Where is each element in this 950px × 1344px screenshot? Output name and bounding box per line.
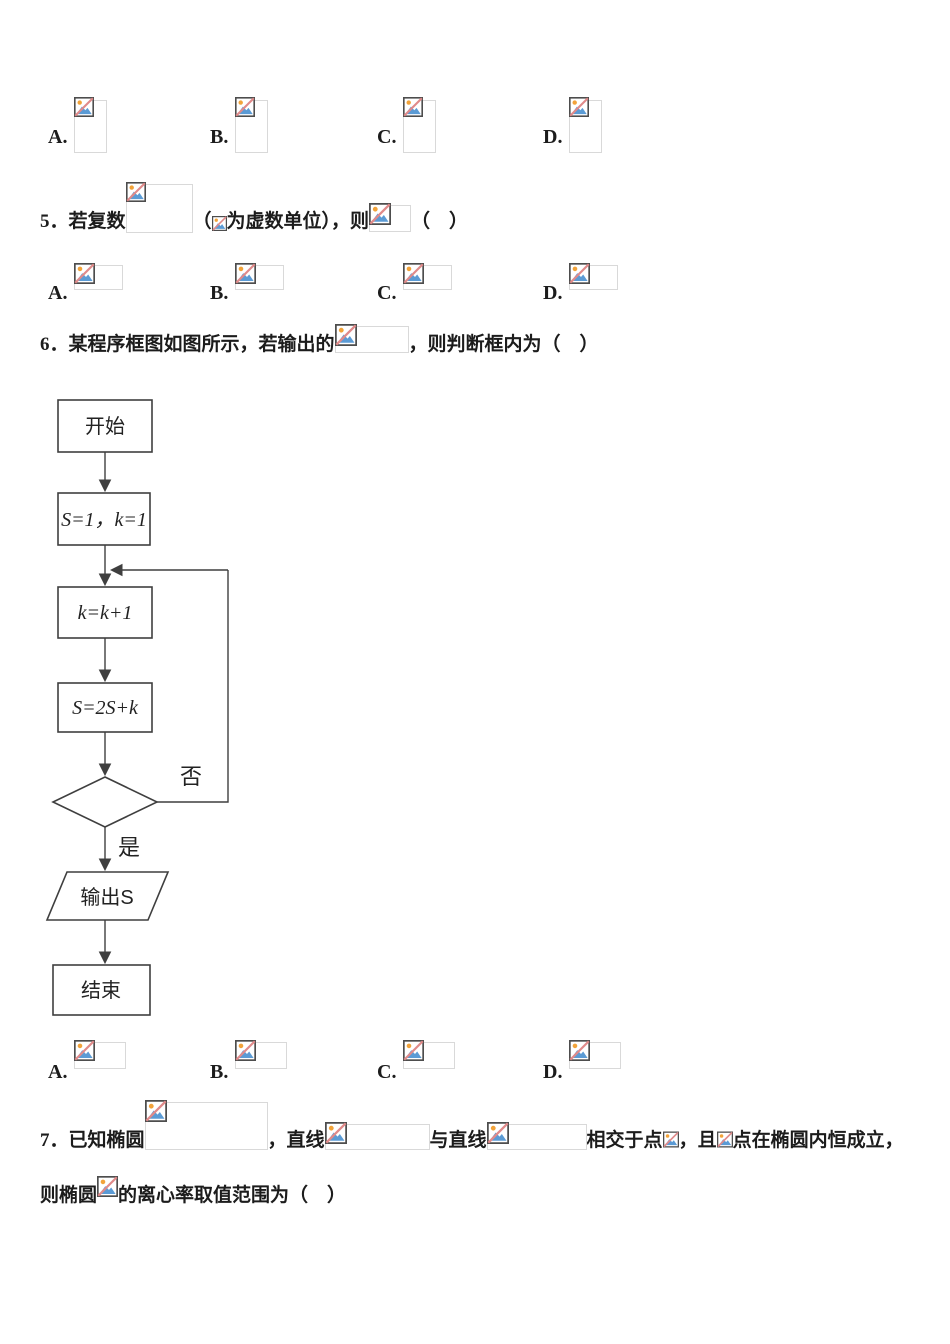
option-row2-D: D. [543, 263, 619, 303]
option-row1-B: B. [210, 97, 269, 153]
broken-image-icon [97, 1175, 118, 1198]
option-label: B. [210, 282, 229, 304]
option-label: D. [543, 126, 563, 148]
image-placeholder [403, 1040, 456, 1069]
end-label: 结束 [81, 979, 121, 1002]
option-label: D. [543, 1061, 563, 1083]
option-row3-D: D. [543, 1040, 622, 1082]
image-placeholder [324, 1122, 430, 1150]
option-row2-B: B. [210, 263, 285, 303]
option-row1-D: D. [543, 97, 603, 153]
question-7-line2: 则椭圆 的离心率取值范围为（ ） [40, 1175, 346, 1207]
init-node [57, 492, 151, 546]
option-row2-C: C. [377, 263, 453, 303]
output-label: 输出S [80, 886, 133, 909]
broken-image-icon [74, 1040, 95, 1061]
accumulate-node [57, 682, 153, 733]
option-row2-A: A. [48, 263, 124, 303]
broken-image-icon [569, 263, 590, 284]
image-placeholder [125, 182, 193, 233]
increment-label: k=k+1 [78, 602, 133, 624]
output-node [45, 871, 170, 921]
option-row3-B: B. [210, 1040, 288, 1082]
broken-image-icon [145, 1100, 167, 1122]
end-node [52, 964, 151, 1016]
start-node [57, 399, 153, 453]
broken-image-icon [235, 263, 256, 284]
broken-image-icon [403, 1040, 424, 1061]
question-7-line1: 7．已知椭圆 ，直线 与直线 相交于点 ，且 点在椭圆内恒成立， [40, 1102, 904, 1152]
question-7-text: ，且 [678, 1129, 717, 1151]
broken-image-icon [126, 182, 146, 202]
question-5-text: （ [192, 210, 212, 232]
broken-image-icon [403, 263, 424, 284]
image-placeholder [369, 203, 412, 232]
image-placeholder [74, 263, 124, 290]
question-5-text: （ ） [411, 210, 469, 232]
question-7-text: 则椭圆 [40, 1184, 98, 1206]
broken-image-icon [569, 1040, 590, 1061]
option-label: A. [48, 1061, 68, 1083]
flow-loop-line [153, 570, 229, 803]
init-label: S=1，k=1 [61, 509, 147, 531]
broken-image-icon [663, 1130, 679, 1149]
option-label: C. [377, 1061, 397, 1083]
question-5-text: 5．若复数 [40, 210, 126, 232]
image-placeholder [403, 263, 453, 290]
image-placeholder [235, 263, 285, 290]
increment-node [57, 586, 153, 639]
image-placeholder [144, 1100, 268, 1150]
accumulate-label: S=2S+k [72, 697, 139, 719]
image-placeholder [403, 97, 437, 153]
image-placeholder [334, 324, 409, 353]
broken-image-icon [335, 324, 357, 346]
question-6-text: 6．某程序框图如图所示，若输出的 [40, 333, 335, 355]
broken-image-icon [403, 97, 423, 117]
image-placeholder [74, 97, 108, 153]
image-placeholder [569, 97, 603, 153]
broken-image-icon [74, 263, 95, 284]
question-7-text: 的离心率取值范围为（ ） [118, 1184, 347, 1206]
broken-image-icon [325, 1122, 347, 1144]
yes-branch-label: 是 [118, 835, 140, 860]
decision-diamond [51, 776, 159, 828]
no-branch-label: 否 [180, 764, 202, 789]
option-row1-A: A. [48, 97, 108, 153]
image-placeholder [235, 97, 269, 153]
option-label: A. [48, 282, 68, 304]
broken-image-icon [369, 203, 391, 225]
question-7-text: 相交于点 [586, 1129, 663, 1151]
question-6: 6．某程序框图如图所示，若输出的 ，则判断框内为（ ） [40, 324, 599, 355]
image-placeholder [569, 263, 619, 290]
option-label: D. [543, 282, 563, 304]
question-7-text: 7．已知椭圆 [40, 1129, 145, 1151]
image-placeholder [486, 1122, 587, 1150]
question-7-text: 与直线 [429, 1129, 487, 1151]
question-6-text: ，则判断框内为（ ） [408, 333, 599, 355]
image-placeholder [235, 1040, 288, 1069]
option-label: A. [48, 126, 68, 148]
option-row3-A: A. [48, 1040, 127, 1082]
question-5-text: 为虚数单位），则 [226, 210, 370, 232]
broken-image-icon [235, 1040, 256, 1061]
option-row1-C: C. [377, 97, 437, 153]
broken-image-icon [74, 97, 94, 117]
option-label: C. [377, 282, 397, 304]
question-7-text: ，直线 [267, 1129, 325, 1151]
question-7-text: 点在椭圆内恒成立， [732, 1129, 904, 1151]
broken-image-icon [212, 214, 227, 233]
option-row3-C: C. [377, 1040, 456, 1082]
broken-image-icon [487, 1122, 509, 1144]
image-placeholder [569, 1040, 622, 1069]
broken-image-icon [717, 1130, 733, 1149]
option-label: C. [377, 126, 397, 148]
broken-image-icon [569, 97, 589, 117]
image-placeholder [74, 1040, 127, 1069]
question-5: 5．若复数 （ 为虚数单位），则 （ ） [40, 184, 468, 233]
option-label: B. [210, 126, 229, 148]
program-flowchart: 开始 S=1，k=1 k=k+1 S=2S+k 否 是 输出S 结束 [45, 399, 229, 1016]
broken-image-icon [235, 97, 255, 117]
start-label: 开始 [85, 415, 125, 438]
option-label: B. [210, 1061, 229, 1083]
